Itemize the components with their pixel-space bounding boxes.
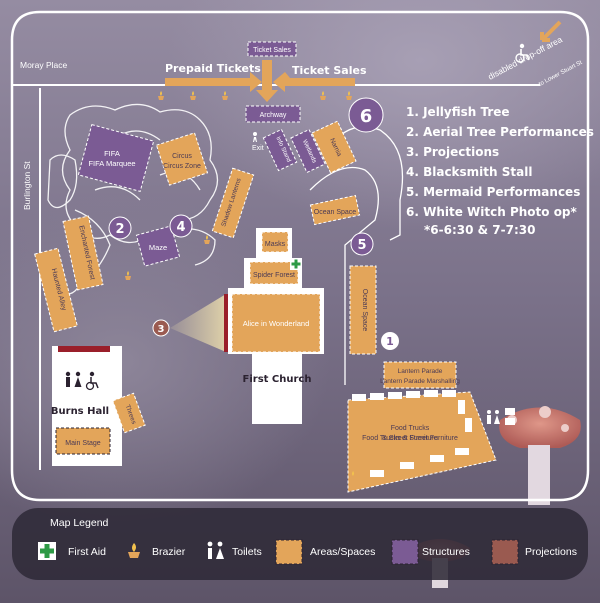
site-boundary: [10, 10, 590, 502]
exit-label: Exit: [252, 145, 264, 152]
key-item-2: 2. Aerial Tree Performances: [406, 125, 594, 139]
brazier-icon: [128, 543, 140, 558]
first-aid-icon: [38, 542, 56, 560]
marker-2[interactable]: 2: [108, 216, 132, 240]
toilets-icon: [65, 371, 99, 391]
marker-1[interactable]: 1: [381, 332, 399, 350]
alice-label: Alice in Wonderland: [243, 319, 310, 328]
svg-text:2: 2: [115, 222, 124, 237]
food-trucks-label: Food Trucks & Street Furniture: [362, 435, 458, 442]
threes-area[interactable]: [112, 392, 146, 434]
burns-hall-label: Burns Hall: [51, 406, 109, 417]
key-note: *6-6:30 & 7-7:30: [424, 223, 535, 237]
svg-text:5: 5: [357, 238, 366, 253]
lantern-parade-label-l1: Lantern Parade: [398, 368, 443, 375]
fifa-label: FIFA Marquee: [88, 159, 135, 168]
legend-areas: Areas/Spaces: [310, 546, 375, 558]
legend-projections: Projections: [525, 546, 577, 558]
marker-4[interactable]: 4: [169, 214, 193, 238]
marker-5[interactable]: 5: [350, 232, 374, 256]
archway-label: Archway: [260, 112, 287, 119]
maze-label: Maze: [149, 243, 167, 252]
lantern-parade-label: Lantern Parade Marshalling: [380, 378, 460, 385]
shadow-lanterns[interactable]: [211, 167, 255, 239]
legend-toilets: Toilets: [232, 546, 262, 558]
legend-brazier: Brazier: [152, 546, 186, 558]
maze-structure[interactable]: [135, 225, 181, 267]
ocean-space-top-area[interactable]: [309, 194, 361, 226]
food-trucks-label-l2: & Street Furniture: [382, 435, 437, 442]
toilets-icon: [487, 410, 500, 424]
legend-projections-swatch: [491, 539, 519, 565]
marker-3[interactable]: 3: [152, 319, 170, 337]
ticket-sales-booth[interactable]: [247, 41, 297, 57]
path-line: [334, 126, 404, 241]
svg-text:4: 4: [176, 220, 185, 235]
spider-forest-area[interactable]: [249, 261, 299, 285]
masks-label: Masks: [265, 241, 286, 248]
svg-text:1: 1: [386, 335, 394, 348]
svg-text:6: 6: [360, 106, 373, 127]
projection-screen: [224, 294, 228, 352]
circus-zone[interactable]: [155, 132, 209, 186]
path-line: [309, 166, 379, 385]
projection-beam: [170, 294, 226, 352]
marker-6[interactable]: 6: [348, 97, 384, 133]
main-stage-label: Main Stage: [65, 440, 101, 447]
key-item-4: 4. Blacksmith Stall: [406, 165, 532, 179]
fifa-marquee[interactable]: [77, 123, 155, 193]
ticket-sales-booth-label: Ticket Sales: [253, 47, 291, 54]
ocean-space-top-label: Ocean Space: [314, 209, 357, 216]
dropoff-arrow-icon: [540, 20, 562, 42]
burns-hall-stage-edge: [58, 346, 110, 352]
food-truck-icons: [352, 390, 515, 477]
entry-arrows: [165, 60, 355, 102]
exit-person-icon: [253, 132, 257, 142]
info-stand-structure[interactable]: [262, 128, 298, 172]
wheelchair-icon: [515, 43, 530, 63]
masks-area[interactable]: [261, 231, 289, 253]
map-legend: Map Legend First Aid Brazier Toilets Are…: [12, 508, 588, 580]
toilets-icon: [207, 541, 224, 559]
alice-area[interactable]: [231, 293, 321, 353]
key-item-1: 1. Jellyfish Tree: [406, 105, 510, 119]
ocean-space-side-area[interactable]: [349, 265, 377, 355]
circus-label-l1: Circus: [172, 153, 192, 160]
food-trucks-label-l1: Food Trucks: [391, 425, 430, 432]
narnia-area[interactable]: [311, 120, 357, 174]
brazier-icon: [125, 235, 356, 480]
street-moray: Moray Place: [20, 60, 68, 70]
attractions-key: 1. Jellyfish Tree 2. Aerial Tree Perform…: [406, 105, 594, 237]
legend-first-aid: First Aid: [68, 546, 106, 558]
main-stage-area[interactable]: [55, 427, 111, 455]
spider-forest-label: Spider Forest: [253, 272, 295, 279]
ticket-sales-label: Ticket Sales: [292, 64, 367, 77]
first-aid-icon: [290, 258, 302, 270]
ocean-space-side-label: Ocean Space: [361, 289, 368, 332]
haunted-alley[interactable]: [34, 247, 78, 333]
legend-areas-swatch: [275, 539, 303, 565]
circus-label: Circus Zone: [163, 163, 201, 170]
archway-structure[interactable]: [245, 105, 301, 123]
fifa-label-line1: FIFA: [104, 149, 120, 158]
first-church-label: First Church: [243, 374, 312, 385]
lantern-parade-area[interactable]: [383, 361, 457, 389]
dropoff-sub-label: to Lower Stuart St: [538, 60, 584, 88]
legend-title: Map Legend: [50, 517, 109, 529]
street-burlington: Burlington St: [22, 161, 32, 210]
svg-text:3: 3: [158, 324, 165, 335]
legend-structures-swatch: [391, 539, 419, 565]
brazier-icon: [158, 91, 352, 100]
wetlands-structure[interactable]: [290, 128, 326, 174]
legend-structures: Structures: [422, 546, 470, 558]
key-item-5: 5. Mermaid Performances: [406, 185, 580, 199]
key-item-3: 3. Projections: [406, 145, 499, 159]
key-item-6: 6. White Witch Photo op*: [406, 205, 578, 219]
prepaid-tickets-label: Prepaid Tickets: [165, 62, 261, 75]
enchanted-forest[interactable]: [62, 215, 104, 291]
